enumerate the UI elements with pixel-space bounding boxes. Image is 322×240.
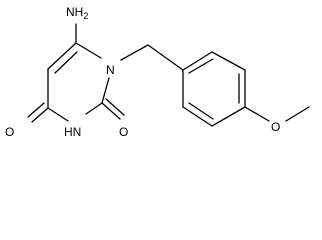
bond-c5-c6	[47, 42, 77, 70]
bond-n3-c4	[47, 107, 69, 122]
bond-c5-c6-inner	[54, 51, 78, 74]
amino-subscript: 2	[83, 11, 88, 21]
bond-c2-n3	[85, 102, 103, 115]
bond-benz-inner-a	[188, 58, 214, 74]
bond-c4-o-second	[27, 102, 45, 118]
bond-benz-1-2	[182, 51, 213, 71]
bond-c6-n1	[75, 42, 102, 59]
bond-benz-2-3	[211, 51, 246, 71]
bond-methoxy-o-ch3	[285, 106, 310, 122]
atom-label-methoxy-o: O	[271, 120, 280, 134]
bond-n1-c2	[101, 77, 110, 104]
atom-label-n1: N	[106, 63, 115, 77]
bond-c2-o	[101, 102, 121, 120]
atom-label-nh2: NH2	[66, 5, 88, 21]
bond-ring-methoxy-o	[244, 106, 270, 122]
bond-c4-o	[31, 107, 49, 123]
chemical-structure-diagram: NH2 N O HN O O	[5, 5, 310, 139]
atom-label-o-c2: O	[119, 125, 128, 139]
atom-label-o-c4: O	[5, 125, 14, 139]
bond-ch2-ring	[147, 44, 184, 71]
atom-label-hn: HN	[64, 125, 81, 139]
bond-n1-ch2	[120, 44, 149, 61]
bond-benz-5-6	[182, 106, 213, 127]
bond-c2-o-second	[105, 98, 125, 116]
amino-label-text: NH	[66, 5, 83, 19]
bond-benz-inner-c	[188, 102, 214, 120]
bond-benz-4-5	[211, 106, 246, 127]
